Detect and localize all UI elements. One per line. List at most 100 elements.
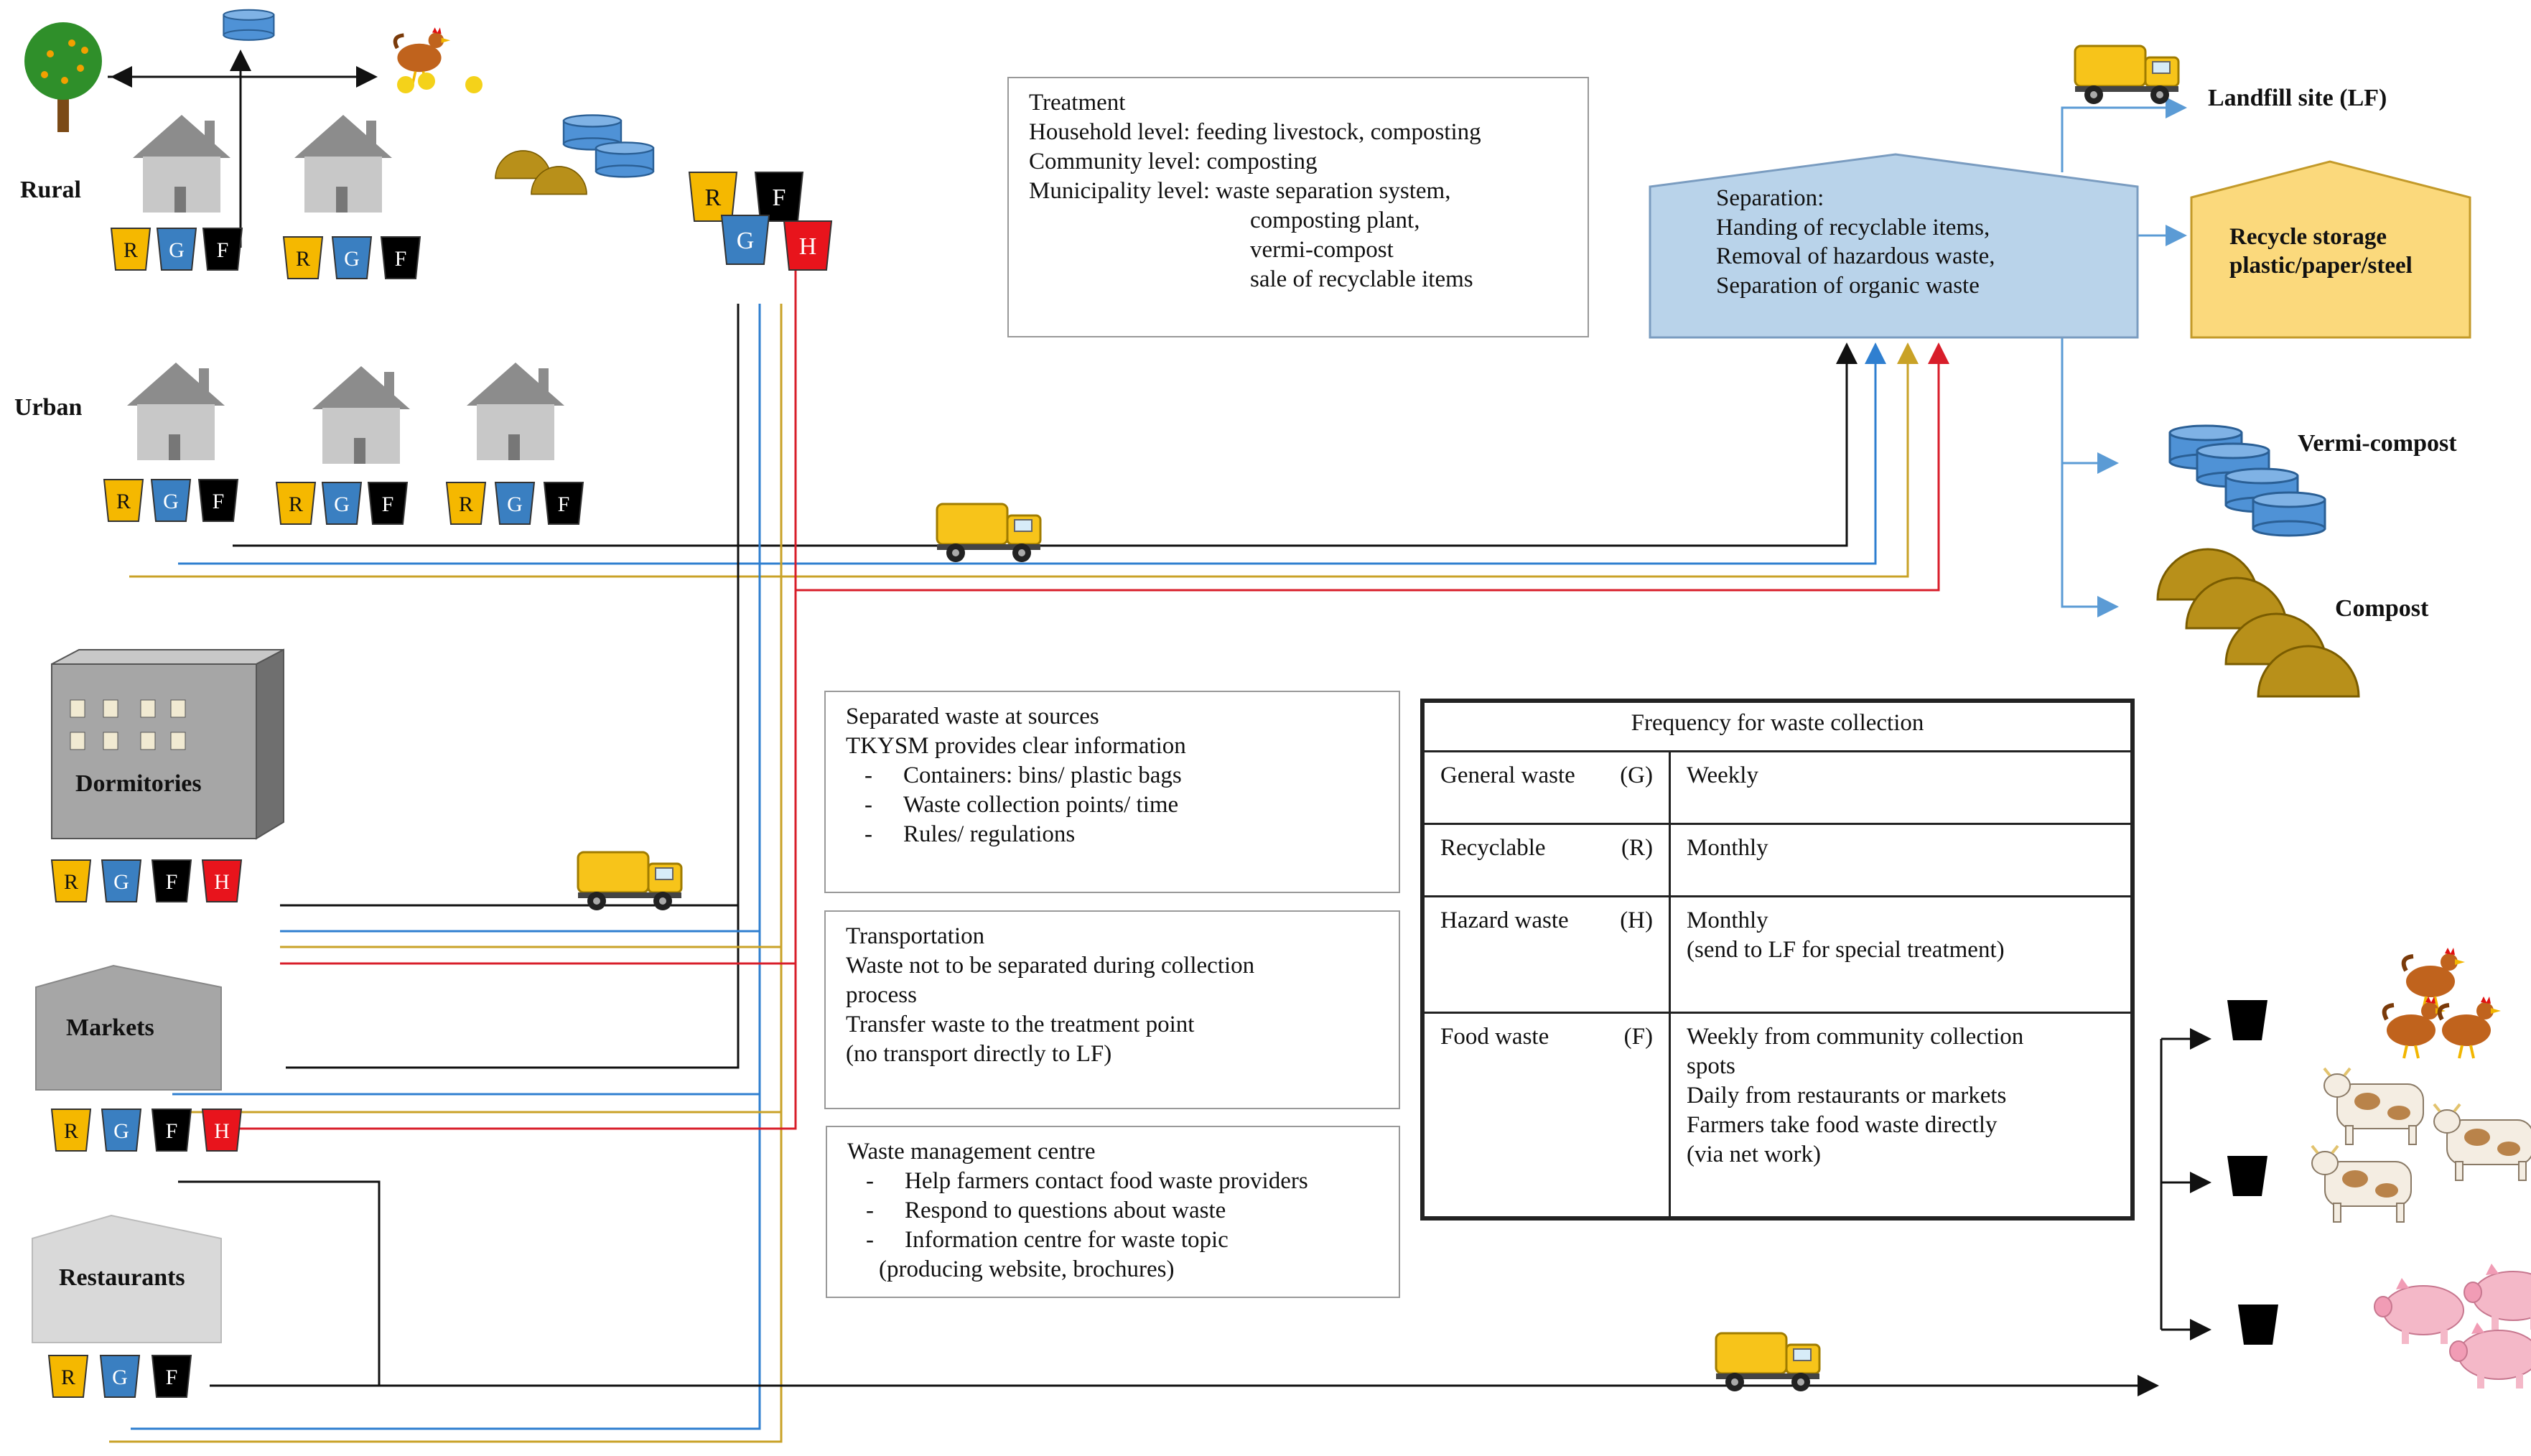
truck-icon [577,851,683,912]
house-icon [312,366,410,464]
recyclable-bin-label: R [64,1119,78,1143]
treatment-community: Community level: composting [1029,149,1318,174]
general-bin-label: G [112,1366,128,1389]
landfill-label: Landfill site (LF) [2208,85,2387,111]
recyclable-bin [110,228,152,271]
chicken-icon [2440,997,2501,1058]
food-bin [151,1355,192,1398]
recycle-storage-label: Recycle storage [2229,224,2387,250]
food-bin [202,228,243,271]
recyclable-bin-label: R [705,185,722,211]
pig-icon [2449,1322,2531,1389]
general-bin-label: G [344,247,360,271]
frequency-value: Monthly [1669,823,2133,898]
frequency-value: Monthly(send to LF for special treatment… [1669,895,2133,1014]
markets-building [35,964,222,1091]
general-bin [101,859,142,902]
food-bin-label: F [395,247,407,271]
truck-icon [2074,45,2180,106]
separated-bullet: -Waste collection points/ time [864,792,1179,818]
markets-label: Markets [66,1014,154,1041]
general-bin [150,479,192,522]
general-bin [99,1355,141,1398]
general-bin-label: G [113,1119,129,1143]
transport-line: Transfer waste to the treatment point [846,1012,1195,1037]
general-bin-label: G [507,493,523,516]
food-bin [197,479,239,522]
rural-black-vertical [286,304,740,1069]
transport-line: Waste not to be separated during collect… [846,953,1255,979]
general-bin [321,482,363,525]
treatment-muni-item: vermi-compost [1250,237,1394,263]
separated-bullet: -Containers: bins/ plastic bags [864,762,1182,788]
general-bin-label: G [334,493,350,516]
transport-line: (no transport directly to LF) [846,1041,1112,1067]
dormitories-building [51,648,284,840]
frequency-value: Weekly from community collection spots D… [1669,1012,2133,1218]
bucket-icon [2227,1156,2267,1196]
recyclable-bin [103,479,144,522]
recyclable-bin [47,1355,89,1398]
frequency-type: Recyclable(R) [1422,823,1671,898]
centre-tail: (producing website, brochures) [879,1256,1175,1282]
separated-sources-box: Separated waste at sources TKYSM provide… [824,691,1400,893]
food-bin-label: F [217,238,229,262]
hazard-bin [201,859,243,902]
recyclable-bin-label: R [116,490,131,513]
waste-centre-box: Waste management centre -Help farmers co… [826,1126,1400,1298]
vermi-compost-label: Vermi-compost [2298,430,2457,457]
general-bin [101,1109,142,1152]
barrel-icon [595,141,655,178]
dormitories-label: Dormitories [75,770,202,797]
rural-label: Rural [20,177,81,203]
hazard-bin-label: H [214,870,230,894]
food-bin-label: F [213,490,225,513]
recyclable-bin [275,482,317,525]
separation-house [1649,153,2139,339]
restaurants-building [32,1214,222,1343]
separated-line: TKYSM provides clear information [846,733,1186,759]
frequency-header: Frequency for waste collection [1422,701,2133,752]
tree-icon [24,22,102,132]
food-bin-label: F [558,493,570,516]
hazard-bin-label: H [799,233,817,260]
general-bin-label: G [113,870,129,894]
house-icon [127,363,225,460]
barrel-icon [2252,491,2326,537]
separated-bullet: -Rules/ regulations [864,821,1076,847]
centre-bullet: -Help farmers contact food waste provide… [866,1168,1308,1194]
general-bin-label: G [737,228,755,254]
cow-icon [2323,1067,2425,1146]
urban-red-line [796,342,1949,592]
food-bin-label: F [773,185,786,211]
recyclable-bin [282,236,324,279]
house-icon [133,115,230,213]
treatment-household: Household level: feeding livestock, comp… [1029,119,1481,145]
transport-line: Transportation [846,923,985,949]
urban-black-line [233,342,1858,547]
centre-bullet: -Information centre for waste topic [866,1227,1229,1253]
urban-label: Urban [14,394,83,421]
frequency-value: Weekly [1669,750,2133,826]
frequency-table: Frequency for waste collection General w… [1420,699,2135,1221]
recyclable-bin-label: R [296,247,310,271]
cow-icon [2433,1103,2531,1182]
treatment-box: Treatment Household level: feeding lives… [1007,77,1589,337]
pig-icon [2464,1263,2531,1330]
treatment-title: Treatment [1029,90,1126,116]
separation-item: Handing of recyclable items, [1716,215,1990,241]
separation-title: Separation: [1716,185,1824,211]
food-bin [151,1109,192,1152]
separation-item: Separation of organic waste [1716,273,1980,299]
general-bin-label: G [163,490,179,513]
chicks-icon [397,73,483,93]
food-bin-label: F [166,1119,178,1143]
frequency-type: Food waste(F) [1422,1012,1671,1218]
recyclable-bin [50,1109,92,1152]
restaurants-label: Restaurants [59,1264,185,1291]
rural-blue-vertical [131,304,761,1430]
centre-bullet: -Respond to questions about waste [866,1198,1226,1223]
recyclable-bin [50,859,92,902]
compost-label: Compost [2335,595,2429,622]
